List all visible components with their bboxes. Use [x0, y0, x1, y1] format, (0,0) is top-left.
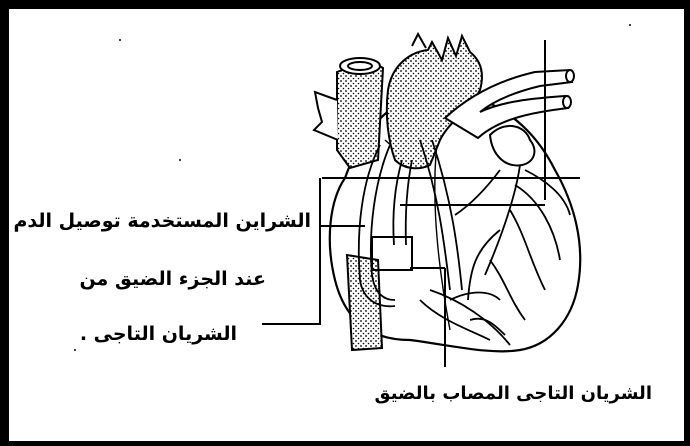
grafts-label-line-2: عند الجزء الضيق من — [79, 268, 266, 290]
grafts-label-line-1: الشراين المستخدمة توصيل الدم — [14, 210, 312, 232]
grafts-label-line-3: الشريان التاجى . — [80, 323, 237, 345]
superior-vena-cava — [314, 58, 383, 168]
coronary-branches — [420, 165, 570, 345]
narrowed-artery-label: الشريان التاجى المصاب بالضيق — [374, 383, 652, 404]
